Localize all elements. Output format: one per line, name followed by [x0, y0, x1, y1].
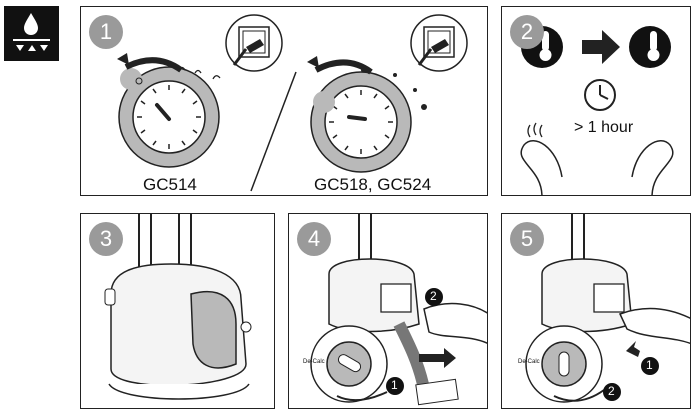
dial-text: De-Calc [518, 359, 540, 365]
step-number: 3 [89, 222, 123, 256]
callout-1: 1 [391, 378, 398, 392]
callout-2: 2 [608, 384, 615, 398]
model-label-right: GC518, GC524 [314, 175, 432, 194]
step-number: 5 [510, 222, 544, 256]
step-5-illustration [525, 214, 690, 403]
model-label-left: GC514 [143, 175, 197, 194]
step-5-panel: 5 1 2 De-Calc [501, 213, 691, 409]
step-4-illustration [310, 214, 487, 406]
step-number: 4 [297, 222, 331, 256]
step-4-panel: 4 1 2 De-Calc [288, 213, 488, 409]
descale-badge-icon [4, 6, 59, 61]
callout-2: 2 [430, 289, 437, 303]
duration-label: > 1 hour [574, 119, 634, 136]
step-3-panel: 3 [80, 213, 275, 409]
step-number: 2 [510, 15, 544, 49]
step-number: 1 [89, 15, 123, 49]
step-2-illustration [520, 26, 674, 195]
callout-1: 1 [646, 358, 653, 372]
dial-text: De-Calc [303, 359, 325, 365]
arrow-right-icon [582, 30, 620, 64]
step-1-illustration [117, 14, 468, 192]
step-1-panel: 1 GC514 GC518, GC524 [80, 6, 488, 196]
step-3-illustration [104, 214, 252, 400]
step-2-panel: 2 > 1 hour [501, 6, 691, 196]
